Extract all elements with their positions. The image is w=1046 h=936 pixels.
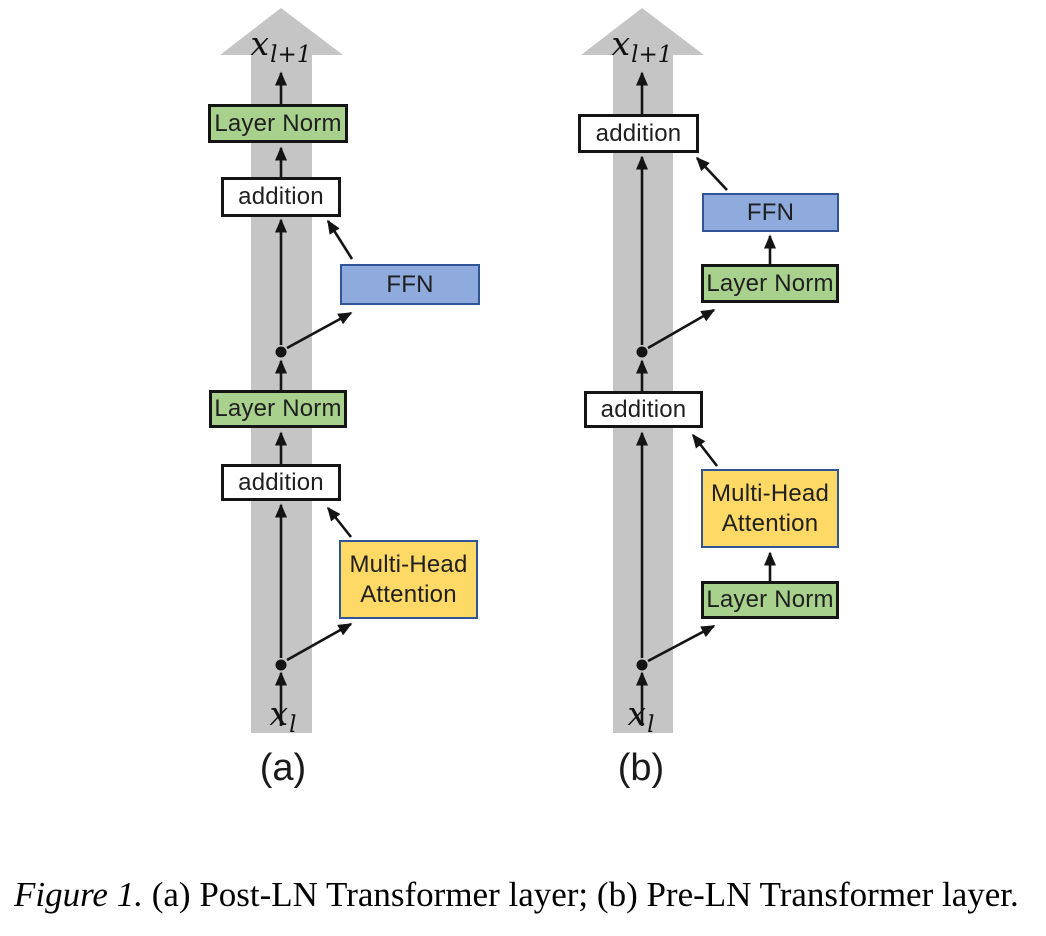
- ffn-box-a: FFN: [340, 264, 480, 305]
- arrow-dot-to-ln-b: [647, 308, 716, 350]
- layer-norm-box-b-lower: Layer Norm: [701, 581, 839, 619]
- figure-caption: Figure 1. (a) Post-LN Transformer layer;…: [14, 872, 1032, 919]
- arrow-dot-to-ffn-a: [286, 311, 353, 350]
- branch-dot-b-lower: [636, 659, 648, 671]
- addition-label: addition: [595, 119, 682, 147]
- layer-norm-box-a-mid: Layer Norm: [209, 390, 347, 428]
- output-label-a: xl+1: [250, 24, 312, 68]
- branch-dot-a-upper: [275, 346, 287, 358]
- multi-head-attention-box-a: Multi-Head Attention: [339, 540, 478, 619]
- ffn-box-b: FFN: [702, 193, 839, 232]
- addition-box-a-top: addition: [221, 177, 341, 217]
- figure-caption-number: Figure 1.: [14, 875, 143, 914]
- addition-box-b-top: addition: [578, 114, 699, 153]
- flow-arrows-a: [275, 71, 354, 726]
- arrow-mha-to-add-b: [691, 433, 719, 467]
- ffn-label: FFN: [746, 198, 795, 226]
- figure-caption-text: (a) Post-LN Transformer layer; (b) Pre-L…: [151, 875, 1019, 914]
- layer-norm-label: Layer Norm: [706, 586, 834, 613]
- multi-head-attention-label: Multi-Head Attention: [349, 550, 468, 608]
- arrow-dot-to-mha-a: [286, 622, 353, 662]
- multi-head-attention-box-b: Multi-Head Attention: [701, 469, 839, 548]
- addition-box-a-bottom: addition: [221, 464, 341, 501]
- subfigure-tag-a: (a): [259, 747, 307, 789]
- addition-label: addition: [600, 395, 687, 423]
- addition-label: addition: [238, 468, 324, 496]
- input-label-b: xl: [627, 694, 655, 738]
- input-label-a: xl: [269, 694, 297, 738]
- arrow-ffn-to-add-b: [695, 156, 728, 191]
- multi-head-attention-label: Multi-Head Attention: [710, 479, 830, 537]
- arrow-dot-to-ln2-b: [647, 624, 716, 663]
- branch-dot-a-lower: [275, 659, 287, 671]
- layer-norm-label: Layer Norm: [214, 109, 342, 137]
- addition-box-b-bottom: addition: [584, 391, 703, 428]
- branch-dot-b-upper: [636, 346, 648, 358]
- layer-norm-box-b-upper: Layer Norm: [701, 264, 839, 303]
- layer-norm-box-a-top: Layer Norm: [208, 104, 348, 143]
- arrow-mha-to-add-a: [326, 506, 353, 538]
- addition-label: addition: [238, 183, 324, 210]
- diagram-shapes-layer: [220, 8, 776, 733]
- layer-norm-label: Layer Norm: [214, 395, 342, 422]
- layer-norm-label: Layer Norm: [706, 269, 834, 297]
- flow-arrows-b: [636, 71, 776, 726]
- subfigure-tag-b: (b): [617, 747, 665, 789]
- arrow-ffn-to-add-a: [326, 219, 354, 260]
- ffn-label: FFN: [386, 270, 434, 298]
- output-label-b: xl+1: [611, 24, 673, 68]
